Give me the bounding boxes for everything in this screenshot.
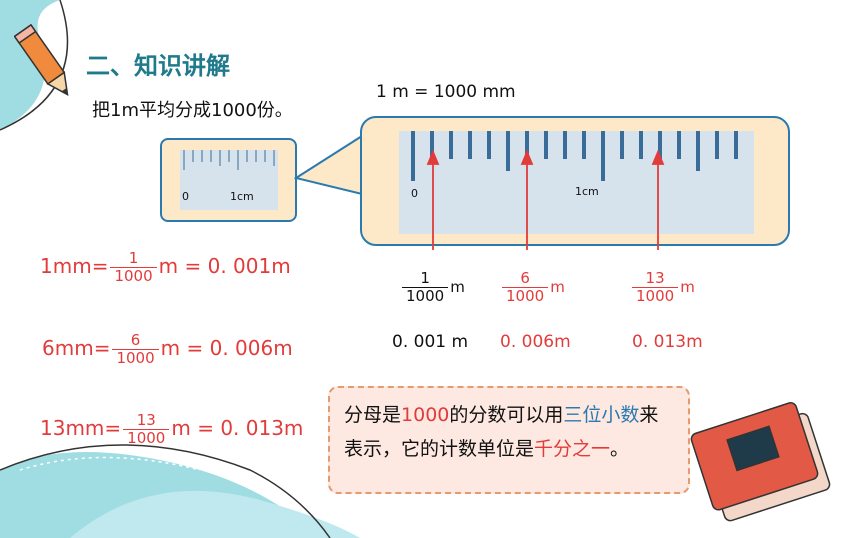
fraction-denominator: 1000 <box>110 267 157 285</box>
big-ruler-ticks <box>411 131 738 181</box>
note-highlight-thousandth: 千分之一 <box>534 438 611 460</box>
summary-note: 分母是1000的分数可以用三位小数来表示，它的计数单位是千分之一。 <box>328 386 690 494</box>
fraction-unit: m <box>550 278 565 296</box>
equation-unit: m <box>158 254 179 278</box>
pointer-arrows <box>426 149 665 250</box>
book-icon <box>690 402 831 522</box>
small-ruler-panel: 0 1cm <box>160 138 297 222</box>
pencil-icon <box>14 23 69 96</box>
equation-lhs: 13mm= <box>40 416 122 440</box>
equation-lhs: 6mm= <box>42 336 111 360</box>
equation-rhs: = 0. 013m <box>197 416 304 440</box>
equation-rhs: = 0. 001m <box>184 254 291 278</box>
small-ruler-unit: 1cm <box>230 190 254 203</box>
big-ruler-zero: 0 <box>411 187 418 200</box>
equation-rhs: = 0. 006m <box>186 336 293 360</box>
arrowhead-1mm <box>426 149 440 165</box>
fraction-denominator: 1000 <box>112 349 159 367</box>
note-text: 。 <box>610 438 630 460</box>
fraction-denominator: 1000 <box>502 287 549 305</box>
note-text: 的分数可以用 <box>449 404 564 426</box>
decimal-13: 0. 013m <box>632 332 703 352</box>
equation-unit: m <box>171 416 191 440</box>
fraction-numerator: 1 <box>420 269 430 287</box>
decimal-6: 0. 006m <box>500 332 571 352</box>
callout-pointer <box>294 134 364 196</box>
note-highlight-three-decimals: 三位小数 <box>563 404 640 426</box>
arrowhead-13mm <box>651 149 665 165</box>
fraction-unit: m <box>450 278 465 296</box>
arrowhead-6mm <box>520 149 534 165</box>
fraction-numerator: 6 <box>130 331 141 349</box>
fraction-numerator: 13 <box>645 269 665 287</box>
fraction-numerator: 6 <box>520 269 530 287</box>
small-ruler-ticks <box>183 150 275 170</box>
big-ruler-unit: 1cm <box>575 185 599 198</box>
big-ruler-panel: 0 1cm <box>360 116 790 246</box>
note-highlight-denominator: 1000 <box>401 404 450 426</box>
equation-lhs: 1mm= <box>40 254 109 278</box>
fraction-denominator: 1000 <box>402 287 449 305</box>
fraction-numerator: 1 <box>128 249 139 267</box>
equation-unit: m <box>160 336 181 360</box>
note-text: 分母是 <box>344 404 402 426</box>
big-ruler: 0 1cm <box>399 131 754 234</box>
fraction-denominator: 1000 <box>123 429 170 447</box>
fraction-numerator: 13 <box>136 411 156 429</box>
small-ruler-zero: 0 <box>182 190 189 203</box>
page-title: 二、知识讲解 <box>86 52 230 80</box>
unit-equation: 1 m = 1000 mm <box>376 82 516 102</box>
small-ruler: 0 1cm <box>180 150 278 210</box>
fraction-denominator: 1000 <box>632 287 679 305</box>
intro-text: 把1m平均分成1000份。 <box>92 100 293 121</box>
decimal-1: 0. 001 m <box>392 332 469 352</box>
note-text: 来表示，它的计数单位是 <box>344 404 659 460</box>
fraction-unit: m <box>680 278 695 296</box>
